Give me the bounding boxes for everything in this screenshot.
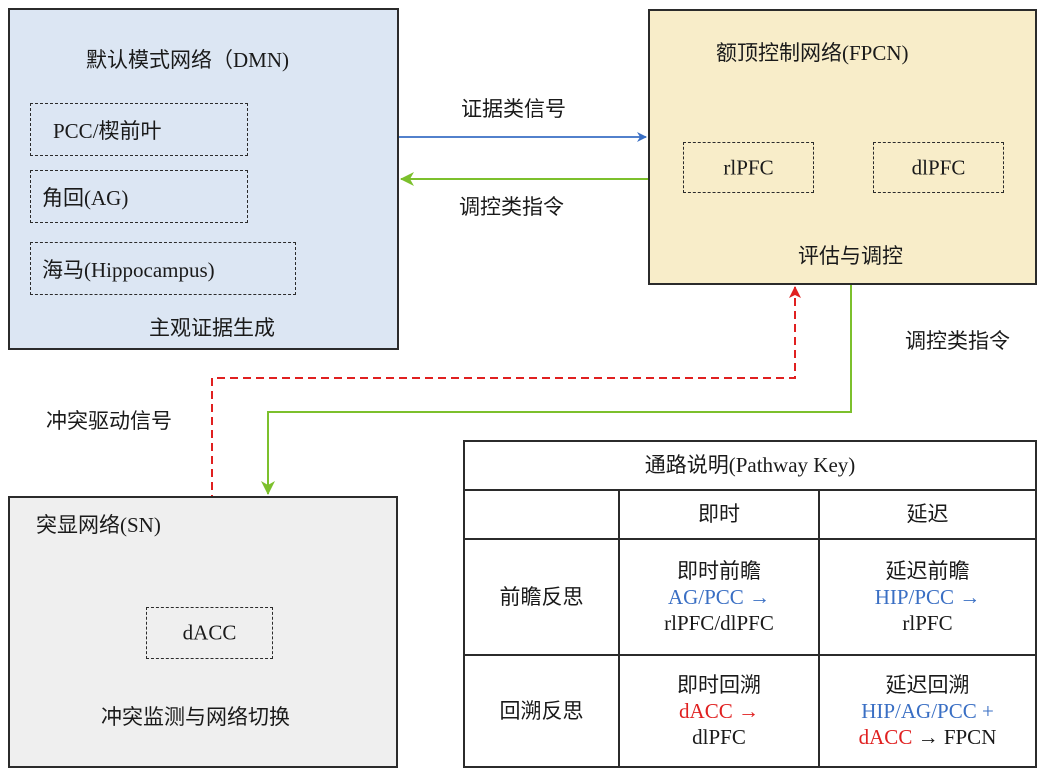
pathway-target: rlPFC bbox=[902, 611, 953, 636]
pathway-name: 即时前瞻 bbox=[677, 558, 761, 583]
pathway-name: 延迟回溯 bbox=[885, 672, 970, 697]
dmn-title: 默认模式网络（DMN) bbox=[86, 48, 289, 72]
fpcn-region-label: dlPFC bbox=[911, 155, 966, 179]
cell-delayed-prospective: 延迟前瞻 HIP/PCC → rlPFC bbox=[818, 538, 1037, 656]
pathway-name: 即时回溯 bbox=[677, 672, 761, 697]
dmn-region-label: PCC/楔前叶 bbox=[53, 118, 162, 143]
table-header-row: 即时 延迟 bbox=[463, 489, 1037, 540]
pathway-source-red: dACC bbox=[858, 725, 913, 750]
sn-box: 突显网络(SN) dACC 冲突监测与网络切换 bbox=[8, 496, 398, 768]
pathway-source: AG/PCC → bbox=[667, 584, 771, 609]
dmn-region-label: 角回(AG) bbox=[42, 185, 129, 210]
control-command-label-sn: 调控类指令 bbox=[905, 329, 1010, 353]
pathway-target: rlPFC/dlPFC bbox=[664, 611, 774, 636]
dmn-region-ag: 角回(AG) bbox=[30, 170, 248, 223]
pathway-target: dlPFC bbox=[692, 725, 746, 750]
pathway-source: HIP/AG/PCC + bbox=[861, 698, 994, 723]
row-label-retrospective: 回溯反思 bbox=[463, 654, 620, 768]
dmn-region-pcc: PCC/楔前叶 bbox=[30, 103, 248, 156]
evidence-signal-label: 证据类信号 bbox=[461, 97, 566, 121]
fpcn-region-rlpfc: rlPFC bbox=[683, 142, 814, 193]
header-cell-delayed: 延迟 bbox=[818, 489, 1037, 540]
pathway-source-target-line: dACC → FPCN bbox=[820, 724, 1035, 750]
fpcn-function: 评估与调控 bbox=[798, 244, 903, 268]
table-row: 回溯反思 即时回溯 dACC → dlPFC 延迟回溯 HIP/AG/PCC +… bbox=[463, 654, 1037, 768]
conflict-signal-label: 冲突驱动信号 bbox=[46, 409, 172, 433]
pathway-target: → FPCN bbox=[917, 725, 997, 750]
row-label-prospective: 前瞻反思 bbox=[463, 538, 620, 656]
pathway-source: dACC → bbox=[679, 698, 759, 723]
control-command-label-dmn: 调控类指令 bbox=[459, 195, 564, 219]
sn-function: 冲突监测与网络切换 bbox=[101, 705, 290, 729]
dmn-region-label: 海马(Hippocampus) bbox=[42, 257, 215, 282]
fpcn-box: 额顶控制网络(FPCN) rlPFC dlPFC 评估与调控 bbox=[648, 9, 1037, 285]
table-title-row: 通路说明(Pathway Key) bbox=[463, 440, 1037, 491]
dmn-region-hippocampus: 海马(Hippocampus) bbox=[30, 242, 296, 295]
pathway-source: HIP/PCC → bbox=[874, 584, 981, 609]
table-row: 前瞻反思 即时前瞻 AG/PCC → rlPFC/dlPFC 延迟前瞻 HIP/… bbox=[463, 538, 1037, 656]
sn-region-label: dACC bbox=[182, 620, 237, 645]
pathway-key-title: 通路说明(Pathway Key) bbox=[463, 440, 1037, 491]
cell-immediate-prospective: 即时前瞻 AG/PCC → rlPFC/dlPFC bbox=[618, 538, 820, 656]
cell-delayed-retrospective: 延迟回溯 HIP/AG/PCC + dACC → FPCN bbox=[818, 654, 1037, 768]
sn-region-dacc: dACC bbox=[146, 607, 273, 659]
dmn-box: 默认模式网络（DMN) PCC/楔前叶 角回(AG) 海马(Hippocampu… bbox=[8, 8, 399, 350]
pathway-name: 延迟前瞻 bbox=[885, 558, 970, 583]
header-cell-immediate: 即时 bbox=[618, 489, 820, 540]
header-cell-empty bbox=[463, 489, 620, 540]
sn-title: 突显网络(SN) bbox=[36, 513, 161, 537]
pathway-key-table: 通路说明(Pathway Key) 即时 延迟 前瞻反思 即时前瞻 AG/PCC… bbox=[463, 440, 1037, 768]
dmn-function: 主观证据生成 bbox=[149, 316, 275, 340]
fpcn-region-dlpfc: dlPFC bbox=[873, 142, 1004, 193]
fpcn-region-label: rlPFC bbox=[723, 155, 774, 179]
fpcn-title: 额顶控制网络(FPCN) bbox=[716, 41, 909, 65]
cell-immediate-retrospective: 即时回溯 dACC → dlPFC bbox=[618, 654, 820, 768]
